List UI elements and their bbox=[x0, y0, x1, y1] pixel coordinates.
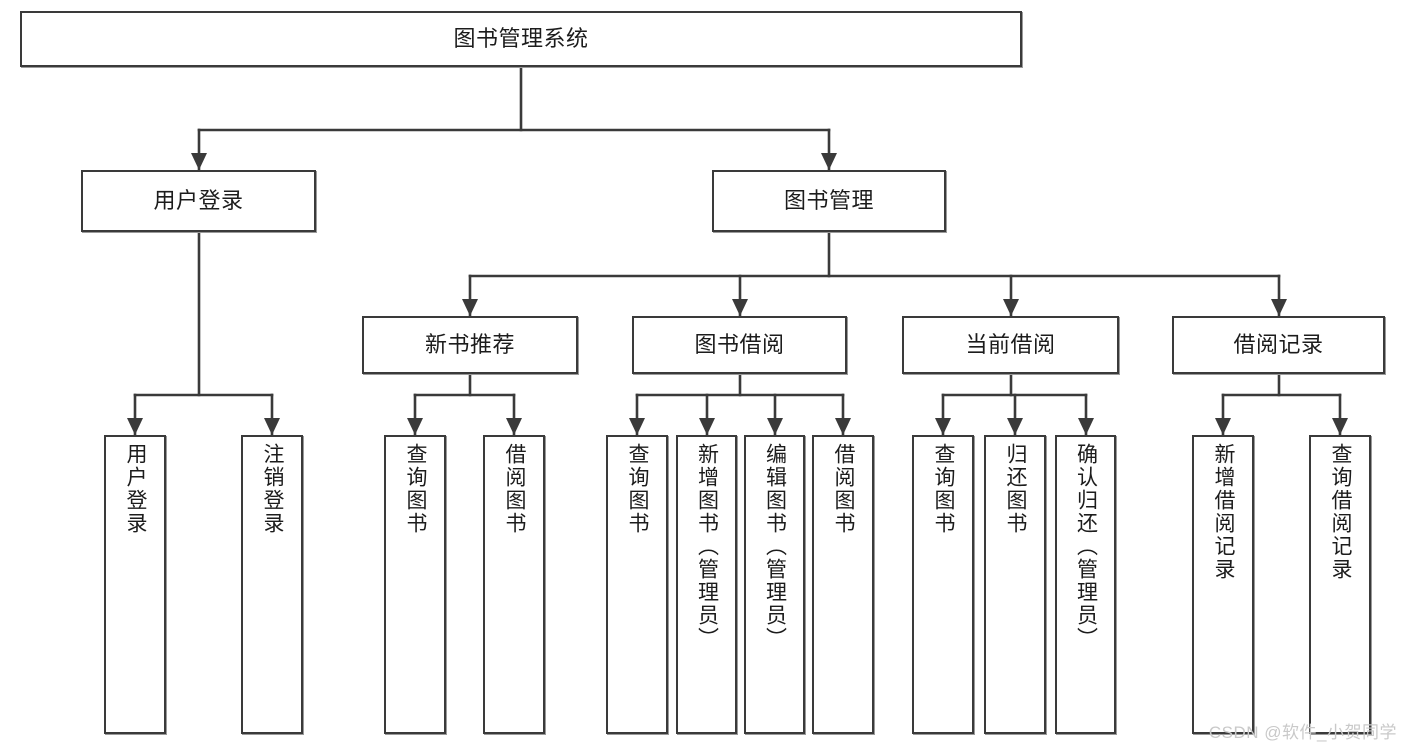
arrowhead bbox=[1003, 299, 1019, 316]
arrowhead bbox=[462, 299, 478, 316]
arrowhead bbox=[732, 299, 748, 316]
arrowhead bbox=[1332, 418, 1348, 435]
node-leaf-user-login: 用户登录 bbox=[104, 435, 166, 734]
node-borrow-record: 借阅记录 bbox=[1172, 316, 1385, 374]
arrowhead bbox=[264, 418, 280, 435]
node-label-leaf-query-book-bb: 查询图书 bbox=[626, 443, 650, 535]
watermark-text: CSDN @软件_小贺同学 bbox=[1208, 723, 1397, 742]
node-leaf-borrow-book-bb: 借阅图书 bbox=[812, 435, 874, 734]
arrowhead bbox=[407, 418, 423, 435]
node-label-leaf-confirm-return: 确认归还（管理员） bbox=[1074, 443, 1098, 650]
node-label-leaf-query-record: 查询借阅记录 bbox=[1329, 443, 1353, 581]
node-current-borrow: 当前借阅 bbox=[902, 316, 1119, 374]
node-label-leaf-query-book-rec: 查询图书 bbox=[404, 443, 428, 535]
node-user-login: 用户登录 bbox=[81, 170, 316, 232]
node-label-new-book-rec: 新书推荐 bbox=[424, 332, 515, 358]
arrowhead bbox=[1215, 418, 1231, 435]
node-leaf-add-record: 新增借阅记录 bbox=[1192, 435, 1254, 734]
arrowhead bbox=[506, 418, 522, 435]
arrowhead bbox=[1271, 299, 1287, 316]
node-leaf-confirm-return: 确认归还（管理员） bbox=[1055, 435, 1116, 734]
node-label-leaf-edit-book: 编辑图书（管理员） bbox=[763, 443, 787, 650]
arrowhead bbox=[699, 418, 715, 435]
node-label-leaf-user-login: 用户登录 bbox=[124, 443, 148, 535]
node-book-borrow: 图书借阅 bbox=[632, 316, 847, 374]
arrowhead bbox=[629, 418, 645, 435]
node-root: 图书管理系统 bbox=[20, 11, 1022, 67]
node-label-user-login: 用户登录 bbox=[153, 188, 244, 214]
node-label-leaf-query-book-cb: 查询图书 bbox=[932, 443, 956, 535]
node-label-current-borrow: 当前借阅 bbox=[965, 332, 1056, 358]
node-book-manage: 图书管理 bbox=[712, 170, 946, 232]
arrowhead bbox=[821, 153, 837, 170]
node-leaf-query-book-cb: 查询图书 bbox=[912, 435, 974, 734]
node-label-book-manage: 图书管理 bbox=[783, 188, 874, 214]
arrowhead bbox=[127, 418, 143, 435]
arrowhead bbox=[1078, 418, 1094, 435]
node-leaf-add-book: 新增图书（管理员） bbox=[676, 435, 737, 734]
node-leaf-query-book-bb: 查询图书 bbox=[606, 435, 668, 734]
node-leaf-query-record: 查询借阅记录 bbox=[1309, 435, 1371, 734]
node-label-leaf-borrow-book-bb: 借阅图书 bbox=[832, 443, 856, 535]
node-leaf-edit-book: 编辑图书（管理员） bbox=[744, 435, 805, 734]
arrowhead bbox=[767, 418, 783, 435]
node-label-leaf-user-logout: 注销登录 bbox=[261, 443, 285, 535]
node-leaf-return-book: 归还图书 bbox=[984, 435, 1046, 734]
node-label-leaf-return-book: 归还图书 bbox=[1004, 443, 1028, 535]
node-label-borrow-record: 借阅记录 bbox=[1233, 332, 1324, 358]
node-leaf-query-book-rec: 查询图书 bbox=[384, 435, 446, 734]
node-leaf-borrow-book-rec: 借阅图书 bbox=[483, 435, 545, 734]
node-leaf-user-logout: 注销登录 bbox=[241, 435, 303, 734]
node-label-leaf-borrow-book-rec: 借阅图书 bbox=[503, 443, 527, 535]
node-label-root: 图书管理系统 bbox=[453, 26, 589, 52]
node-label-book-borrow: 图书借阅 bbox=[694, 332, 785, 358]
arrowhead bbox=[1007, 418, 1023, 435]
node-label-leaf-add-book: 新增图书（管理员） bbox=[695, 443, 719, 650]
arrowhead bbox=[191, 153, 207, 170]
node-new-book-rec: 新书推荐 bbox=[362, 316, 578, 374]
arrowhead bbox=[935, 418, 951, 435]
node-label-leaf-add-record: 新增借阅记录 bbox=[1212, 443, 1236, 581]
arrowhead bbox=[835, 418, 851, 435]
